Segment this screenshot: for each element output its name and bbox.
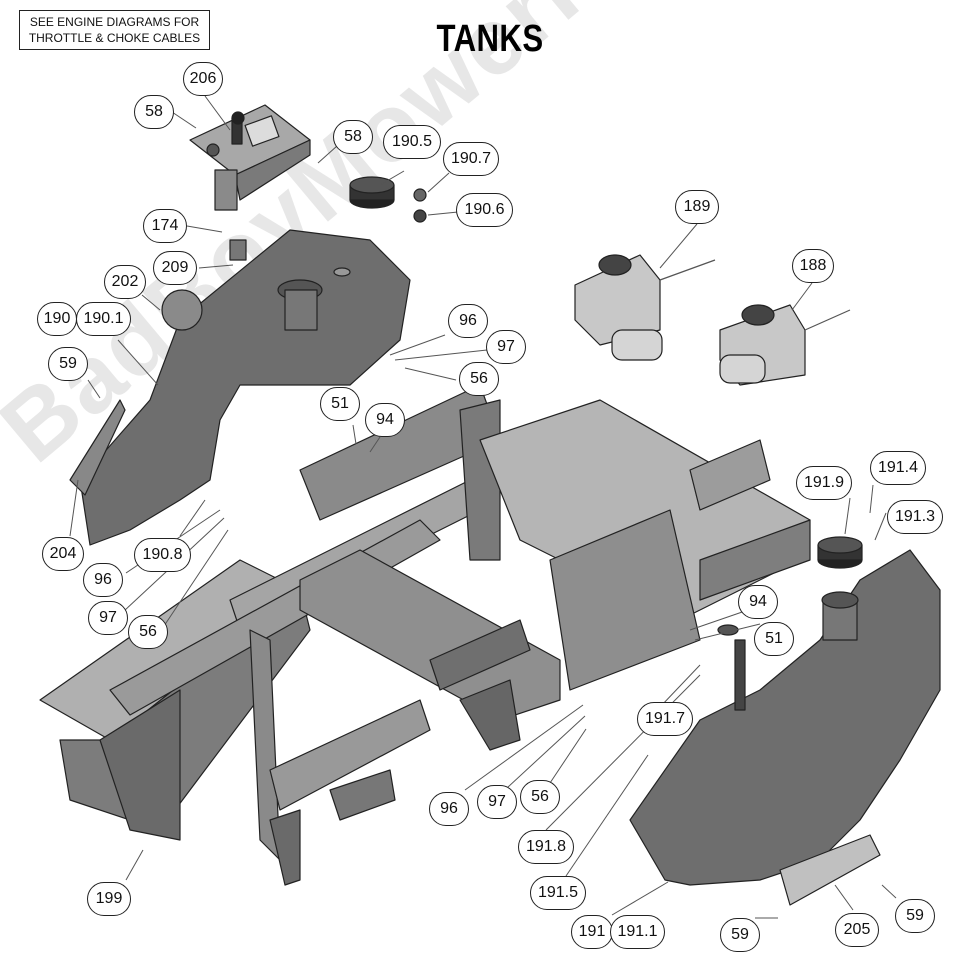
callout-191-3[interactable]: 191.3 (887, 500, 943, 534)
callout-94-right[interactable]: 94 (738, 585, 778, 619)
page-title: TANKS (436, 18, 544, 60)
callout-94-upper[interactable]: 94 (365, 403, 405, 437)
callout-56-left[interactable]: 56 (128, 615, 168, 649)
callout-191-5[interactable]: 191.5 (530, 876, 586, 910)
mower-frame (39, 384, 811, 886)
callout-191-1[interactable]: 191.1 (610, 915, 665, 949)
callout-191-9[interactable]: 191.9 (796, 466, 852, 500)
charcoal-canister-188 (719, 304, 851, 386)
callout-97-left[interactable]: 97 (88, 601, 128, 635)
callout-59-right[interactable]: 59 (895, 899, 935, 933)
callout-56-upper[interactable]: 56 (459, 362, 499, 396)
charcoal-canister-189 (574, 254, 716, 361)
callout-97-lower[interactable]: 97 (477, 785, 517, 819)
callout-206[interactable]: 206 (183, 62, 223, 96)
callout-190-6[interactable]: 190.6 (456, 193, 513, 227)
note-line-1: SEE ENGINE DIAGRAMS FOR (29, 15, 200, 29)
callout-191-7[interactable]: 191.7 (637, 702, 693, 736)
callout-205[interactable]: 205 (835, 913, 879, 947)
left-fuel-tank (79, 229, 411, 546)
callout-96-left[interactable]: 96 (83, 563, 123, 597)
callout-190-5[interactable]: 190.5 (383, 125, 441, 159)
callout-51-upper[interactable]: 51 (320, 387, 360, 421)
callout-59-left[interactable]: 59 (48, 347, 88, 381)
callout-204[interactable]: 204 (42, 537, 84, 571)
callout-190-7[interactable]: 190.7 (443, 142, 499, 176)
callout-191-4[interactable]: 191.4 (870, 451, 926, 485)
callout-174[interactable]: 174 (143, 209, 187, 243)
fuel-pickup-cap (717, 624, 739, 636)
callout-188[interactable]: 188 (792, 249, 834, 283)
right-fuel-tank (629, 549, 941, 886)
engine-diagram-note: SEE ENGINE DIAGRAMS FOR THROTTLE & CHOKE… (19, 10, 210, 50)
vent-lower (413, 209, 427, 223)
throttle-handle (229, 239, 247, 261)
callout-191-8[interactable]: 191.8 (518, 830, 574, 864)
callout-58-right[interactable]: 58 (333, 120, 373, 154)
callout-199[interactable]: 199 (87, 882, 131, 916)
callout-56-lower[interactable]: 56 (520, 780, 560, 814)
callout-96-lower[interactable]: 96 (429, 792, 469, 826)
fuel-cap-right (817, 536, 863, 569)
left-tank-bracket (69, 399, 126, 496)
valve (161, 289, 203, 331)
fuel-pickup-tube (734, 639, 746, 711)
callout-51-right[interactable]: 51 (754, 622, 794, 656)
callout-209[interactable]: 209 (153, 251, 197, 285)
callout-59-bottom[interactable]: 59 (720, 918, 760, 952)
callout-58-left[interactable]: 58 (134, 95, 174, 129)
callout-96-upper[interactable]: 96 (448, 304, 488, 338)
callout-190-8[interactable]: 190.8 (134, 538, 191, 572)
leader-lines (69, 95, 897, 919)
control-panel (189, 104, 311, 211)
callout-191[interactable]: 191 (571, 915, 613, 949)
fuel-cap-left (349, 176, 395, 209)
callout-202[interactable]: 202 (104, 265, 146, 299)
callout-189[interactable]: 189 (675, 190, 719, 224)
vent-upper (413, 188, 427, 202)
callout-190[interactable]: 190 (37, 302, 77, 336)
callout-190-1[interactable]: 190.1 (76, 302, 131, 336)
callout-97-upper[interactable]: 97 (486, 330, 526, 364)
right-tank-bracket (779, 834, 881, 906)
note-line-2: THROTTLE & CHOKE CABLES (28, 31, 201, 45)
